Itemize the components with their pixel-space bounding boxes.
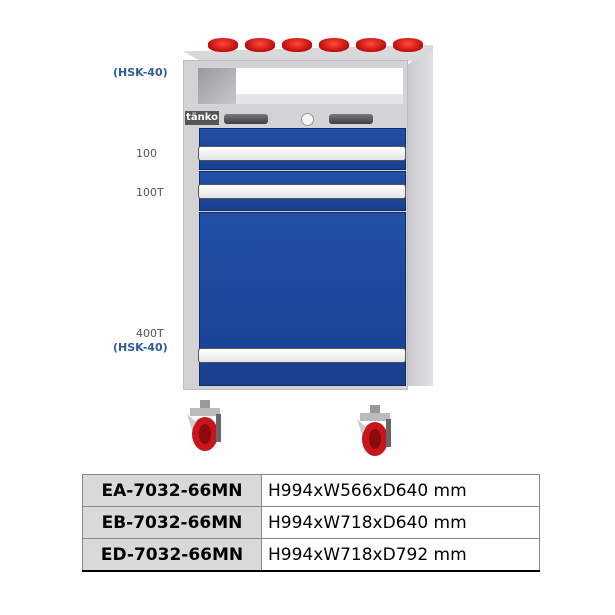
cabinet-side <box>405 46 433 386</box>
tool-holder <box>356 38 386 52</box>
label-hsk-top: (HSK-40) <box>113 66 168 79</box>
tool-holder <box>245 38 275 52</box>
top-compartment <box>198 68 403 104</box>
model-cell: ED-7032-66MN <box>82 538 262 572</box>
dims-cell: H994xW718xD792 mm <box>261 538 540 572</box>
brand-logo: tänko <box>185 111 219 125</box>
door-handle <box>198 348 406 363</box>
tool-holder <box>208 38 238 52</box>
label-drawer-100: 100 <box>136 147 157 160</box>
tool-holder <box>393 38 423 52</box>
dims-cell: H994xW566xD640 mm <box>261 474 540 507</box>
model-cell: EA-7032-66MN <box>82 474 262 507</box>
caster-right <box>357 405 391 456</box>
label-door-400t: 400T <box>136 327 164 340</box>
label-drawer-100t: 100T <box>136 186 164 199</box>
model-cell: EB-7032-66MN <box>82 506 262 539</box>
grip-handle-left <box>224 114 268 124</box>
drawer-1-handle <box>198 146 406 161</box>
tool-holder <box>282 38 312 52</box>
caster-left <box>187 400 221 451</box>
grip-handle-right <box>329 114 373 124</box>
dims-cell: H994xW718xD640 mm <box>261 506 540 539</box>
tool-holder <box>319 38 349 52</box>
label-hsk-bottom: (HSK-40) <box>113 341 168 354</box>
drawer-2-handle <box>198 184 406 199</box>
lock-icon <box>301 113 314 126</box>
